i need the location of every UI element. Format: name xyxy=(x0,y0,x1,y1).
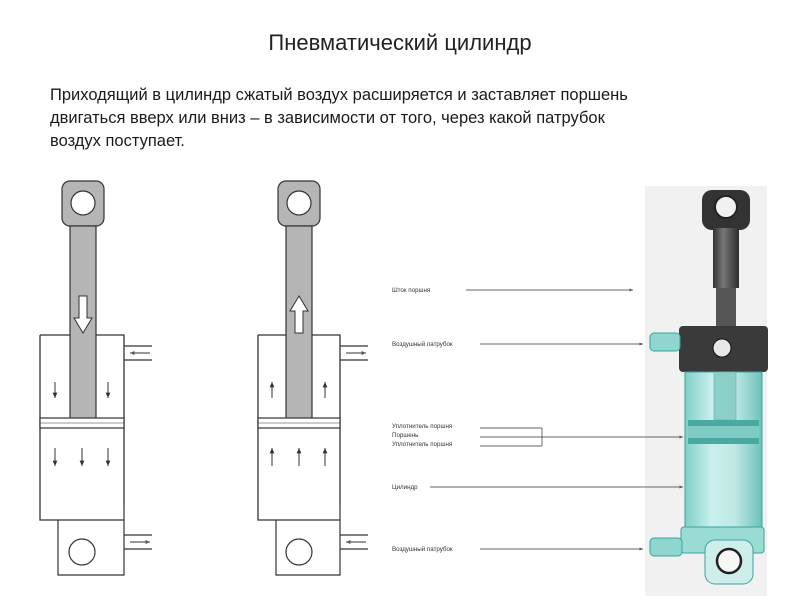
rod-collar-3d xyxy=(716,288,736,326)
schematic-middle xyxy=(257,180,368,576)
label-rod: Шток поршня xyxy=(392,287,430,294)
piston-3d xyxy=(688,426,759,438)
description-line-2: двигаться вверх или вниз – в зависимости… xyxy=(50,109,605,127)
description-line-1: Приходящий в цилиндр сжатый воздух расши… xyxy=(50,86,628,104)
label-air-port-top: Воздушный патрубок xyxy=(392,341,453,348)
top-port-left xyxy=(124,345,152,361)
piston-seal-upper-3d xyxy=(688,420,759,426)
bottom-eye-hole-middle xyxy=(285,538,313,566)
bottom-mount-middle xyxy=(275,505,368,576)
top-air-port-3d xyxy=(649,332,681,352)
piston-rod-3d xyxy=(713,228,739,288)
label-cylinder: Цилиндр xyxy=(392,484,418,491)
rod-down-arrow-icon xyxy=(73,295,93,334)
label-seal-bottom: Уплотнитель поршня xyxy=(392,441,452,448)
bottom-eye-hole-left xyxy=(68,538,96,566)
top-cap-port-hole xyxy=(712,338,732,358)
cylinder-3d-render xyxy=(645,186,768,596)
cylinder-body-left xyxy=(39,334,125,521)
page-title: Пневматический цилиндр xyxy=(268,30,532,55)
bottom-air-port-3d xyxy=(649,537,683,557)
schematic-left xyxy=(39,180,152,576)
label-air-port-bottom: Воздушный патрубок xyxy=(392,546,453,553)
description-text: Приходящий в цилиндр сжатый воздух расши… xyxy=(50,84,770,153)
rod-eye-hole-middle xyxy=(286,190,312,216)
rod-eye-hole-3d xyxy=(714,195,738,219)
inner-rod-3d xyxy=(713,371,737,421)
rod-up-arrow-icon xyxy=(289,295,309,334)
cylinder-body-middle xyxy=(257,334,341,521)
bottom-mount-hole-3d xyxy=(715,547,743,575)
description-line-3: воздух поступает. xyxy=(50,132,185,150)
piston-seal-lower-3d xyxy=(688,438,759,444)
callout-labels: Шток поршня Воздушный патрубок Уплотните… xyxy=(392,287,683,553)
rod-eye-hole-left xyxy=(70,190,96,216)
bottom-mount-left xyxy=(57,505,152,576)
top-port-middle xyxy=(340,345,368,361)
label-piston: Поршень xyxy=(392,432,418,439)
label-seal-top: Уплотнитель поршня xyxy=(392,423,452,430)
